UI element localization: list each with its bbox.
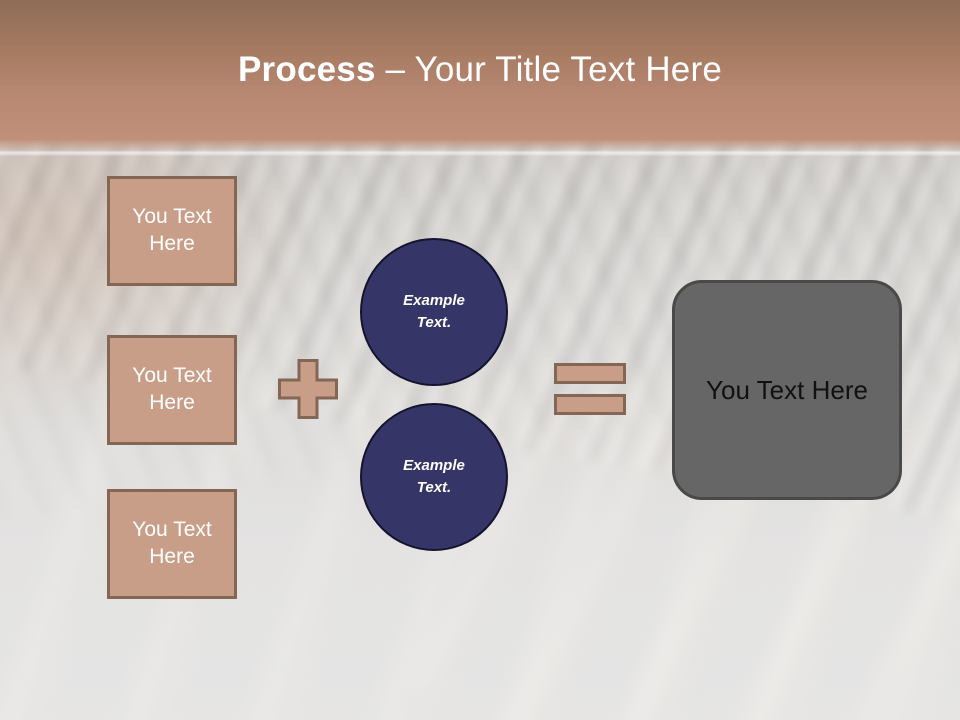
input-box-3-label: You Text Here xyxy=(132,518,212,568)
page-title-rest: – Your Title Text Here xyxy=(375,50,722,89)
process-circle-1-line1: Example xyxy=(403,292,465,310)
input-box-1-label: You Text Here xyxy=(132,205,212,255)
equals-icon xyxy=(554,363,626,415)
result-box[interactable]: You Text Here xyxy=(672,280,902,500)
process-circle-1[interactable]: Example Text. xyxy=(360,238,508,386)
background-highlight-seam xyxy=(0,150,960,156)
input-box-3[interactable]: You Text Here xyxy=(107,489,237,599)
process-circle-2-line1: Example xyxy=(403,457,465,475)
page-title-strong: Process xyxy=(238,50,376,89)
plus-icon xyxy=(278,359,338,419)
title-band xyxy=(0,0,960,140)
input-box-2-label: You Text Here xyxy=(132,364,212,414)
input-box-2[interactable]: You Text Here xyxy=(107,335,237,445)
process-circle-1-line2: Text. xyxy=(416,314,452,331)
equals-bar-bottom xyxy=(554,394,626,415)
input-box-1[interactable]: You Text Here xyxy=(107,176,237,286)
process-circle-2-line2: Text. xyxy=(416,479,452,496)
process-circle-2[interactable]: Example Text. xyxy=(360,403,508,551)
title-band-fade xyxy=(0,140,960,152)
page-title: Process – Your Title Text Here xyxy=(0,0,960,140)
equals-bar-top xyxy=(554,363,626,384)
result-box-label: You Text Here xyxy=(706,374,868,405)
